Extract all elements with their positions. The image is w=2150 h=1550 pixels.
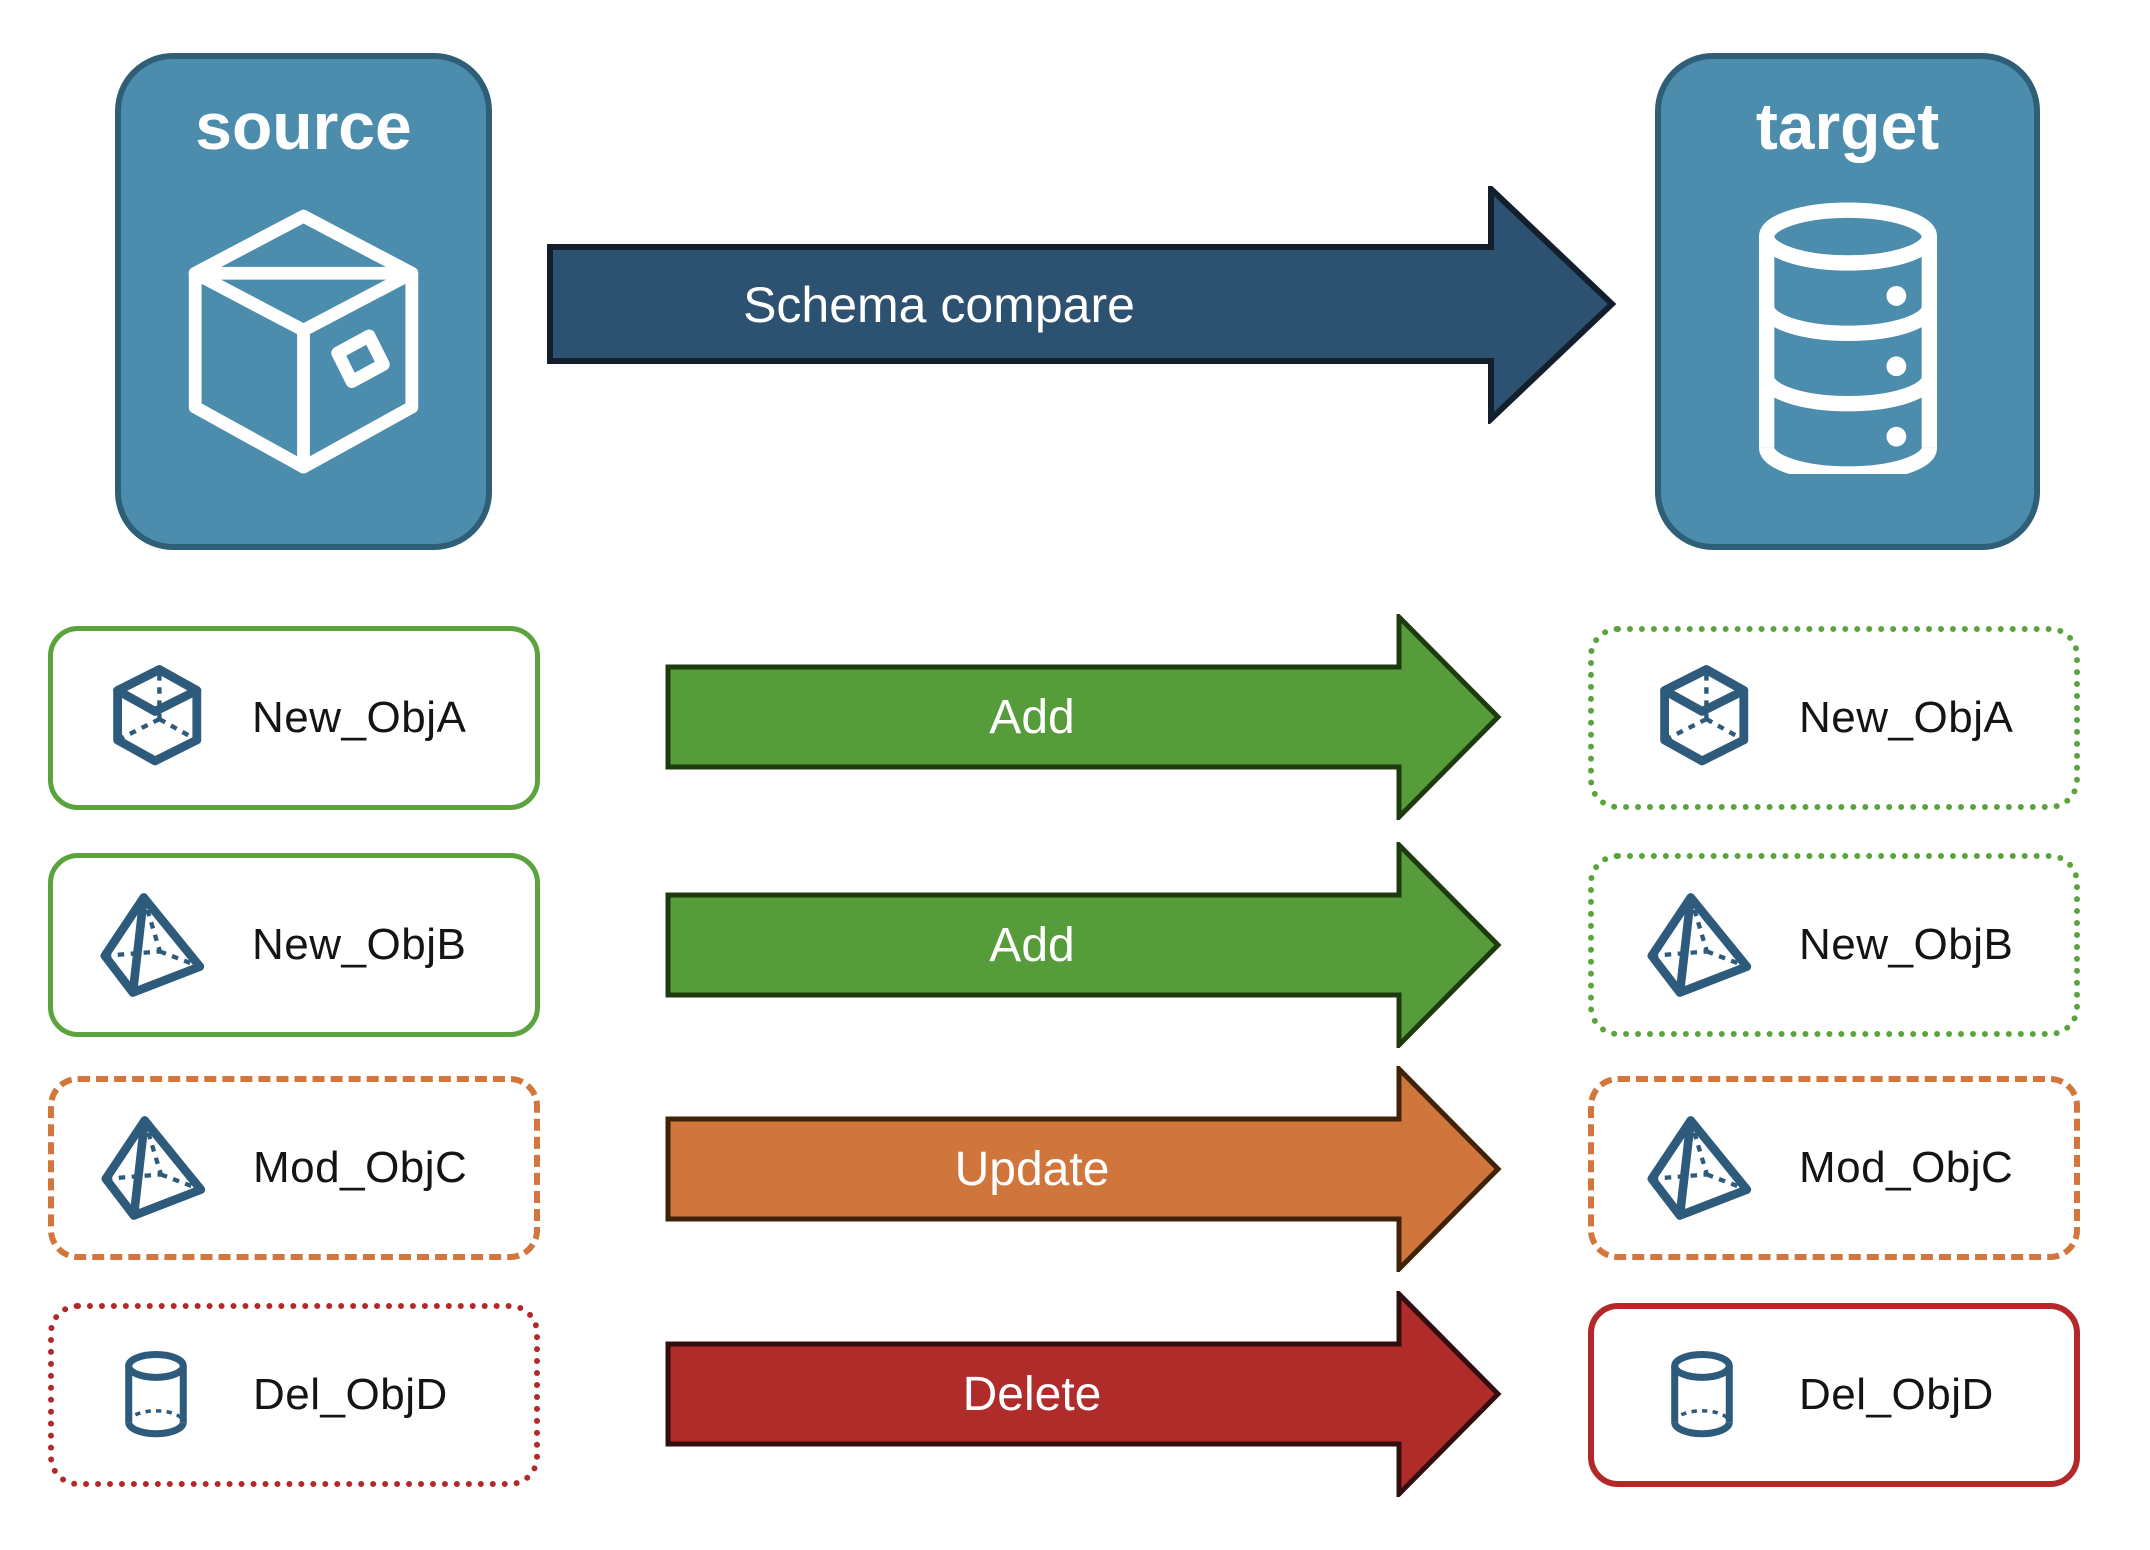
cylinder-icon (1644, 1344, 1759, 1446)
source-object-box-del-objd: Del_ObjD (48, 1303, 540, 1487)
cylinder-icon (98, 1344, 213, 1446)
update-arrow-row3: Update (665, 1066, 1503, 1272)
add-arrow-label: Add (989, 918, 1075, 972)
object-name-label: Del_ObjD (1799, 1370, 1994, 1419)
cube-icon (97, 662, 212, 774)
pyramid-icon (1644, 891, 1759, 999)
target-object-box-mod-objc: Mod_ObjC (1588, 1076, 2080, 1260)
pyramid-icon (98, 1114, 213, 1222)
source-object-box-new-objb: New_ObjB (48, 853, 540, 1037)
update-arrow-label: Update (954, 1142, 1110, 1196)
object-name-label: Mod_ObjC (1799, 1143, 2014, 1192)
pyramid-icon (1644, 1114, 1759, 1222)
object-name-label: New_ObjA (1799, 693, 2014, 742)
object-name-label: Del_ObjD (253, 1370, 448, 1419)
target-object-box-new-obja: New_ObjA (1588, 626, 2080, 810)
pyramid-icon (97, 891, 212, 999)
package-box-icon (161, 197, 446, 492)
object-name-label: New_ObjA (252, 693, 467, 742)
source-object-box-new-obja: New_ObjA (48, 626, 540, 810)
object-name-label: Mod_ObjC (253, 1143, 468, 1192)
source-panel: source (115, 53, 492, 550)
source-panel-title: source (195, 89, 412, 163)
schema-compare-arrow: Schema compare (547, 186, 1617, 424)
target-object-box-new-objb: New_ObjB (1588, 853, 2080, 1037)
object-name-label: New_ObjB (252, 920, 467, 969)
target-panel-title: target (1755, 89, 1940, 163)
delete-arrow-label: Delete (962, 1367, 1102, 1421)
add-arrow-label: Add (989, 690, 1075, 744)
compare-arrow-shape (547, 186, 1617, 424)
source-object-box-mod-objc: Mod_ObjC (48, 1076, 540, 1260)
delete-arrow-row4: Delete (665, 1291, 1503, 1497)
compare-arrow-label: Schema compare (743, 277, 1135, 333)
cube-icon (1644, 662, 1759, 774)
target-object-box-del-objd: Del_ObjD (1588, 1303, 2080, 1487)
database-icon (1738, 197, 1958, 474)
target-panel: target (1655, 53, 2040, 550)
object-name-label: New_ObjB (1799, 920, 2014, 969)
add-arrow-row1: Add (665, 614, 1503, 820)
add-arrow-row2: Add (665, 842, 1503, 1048)
